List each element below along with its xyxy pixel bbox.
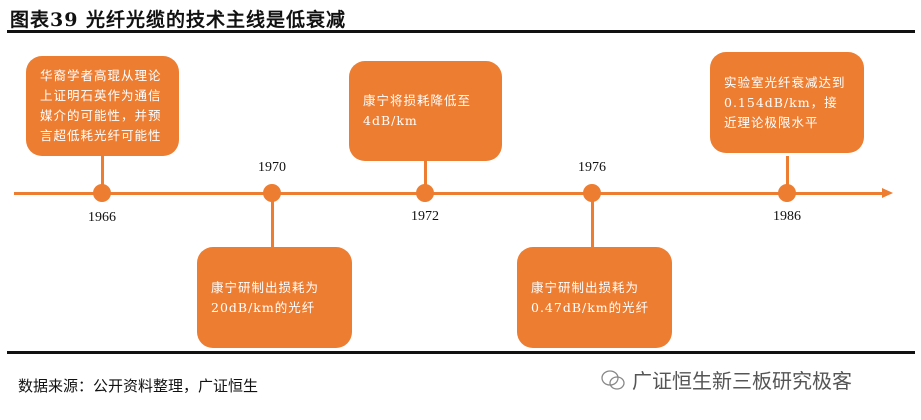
connector-1976 xyxy=(591,194,594,248)
event-box-1966: 华裔学者高琨从理论上证明石英作为通信媒介的可能性，并预言超低耗光纤可能性 xyxy=(26,56,179,156)
year-label-1970: 1970 xyxy=(258,160,286,175)
connector-1970 xyxy=(271,194,274,248)
source-note: 数据来源：公开资料整理，广证恒生 xyxy=(18,377,259,395)
timeline-dot-1972 xyxy=(416,184,434,202)
connector-1986 xyxy=(786,156,789,192)
year-label-1966: 1966 xyxy=(88,210,116,225)
timeline-dot-1986 xyxy=(778,184,796,202)
year-label-1972: 1972 xyxy=(411,209,439,224)
event-box-1976: 康宁研制出损耗为0.47dB/km的光纤 xyxy=(517,247,672,348)
event-box-1970: 康宁研制出损耗为20dB/km的光纤 xyxy=(197,247,352,348)
timeline-axis xyxy=(14,192,884,195)
timeline-dot-1976 xyxy=(583,184,601,202)
top-divider xyxy=(7,30,915,33)
timeline-dot-1966 xyxy=(93,184,111,202)
bottom-divider xyxy=(7,351,915,354)
connector-1966 xyxy=(101,156,104,192)
figure-title: 图表39 光纤光缆的技术主线是低衰减 xyxy=(10,9,347,31)
event-box-1972: 康宁将损耗降低至4dB/km xyxy=(349,61,502,161)
watermark: 广证恒生新三板研究极客 xyxy=(600,365,852,394)
connector-1972 xyxy=(424,161,427,192)
year-label-1986: 1986 xyxy=(773,209,801,224)
timeline-dot-1970 xyxy=(263,184,281,202)
year-label-1976: 1976 xyxy=(578,160,606,175)
event-box-1986: 实验室光纤衰减达到0.154dB/km，接近理论极限水平 xyxy=(710,52,864,153)
watermark-text: 广证恒生新三板研究极客 xyxy=(632,369,852,393)
wechat-icon xyxy=(601,369,625,390)
arrow-head-icon xyxy=(882,188,893,198)
